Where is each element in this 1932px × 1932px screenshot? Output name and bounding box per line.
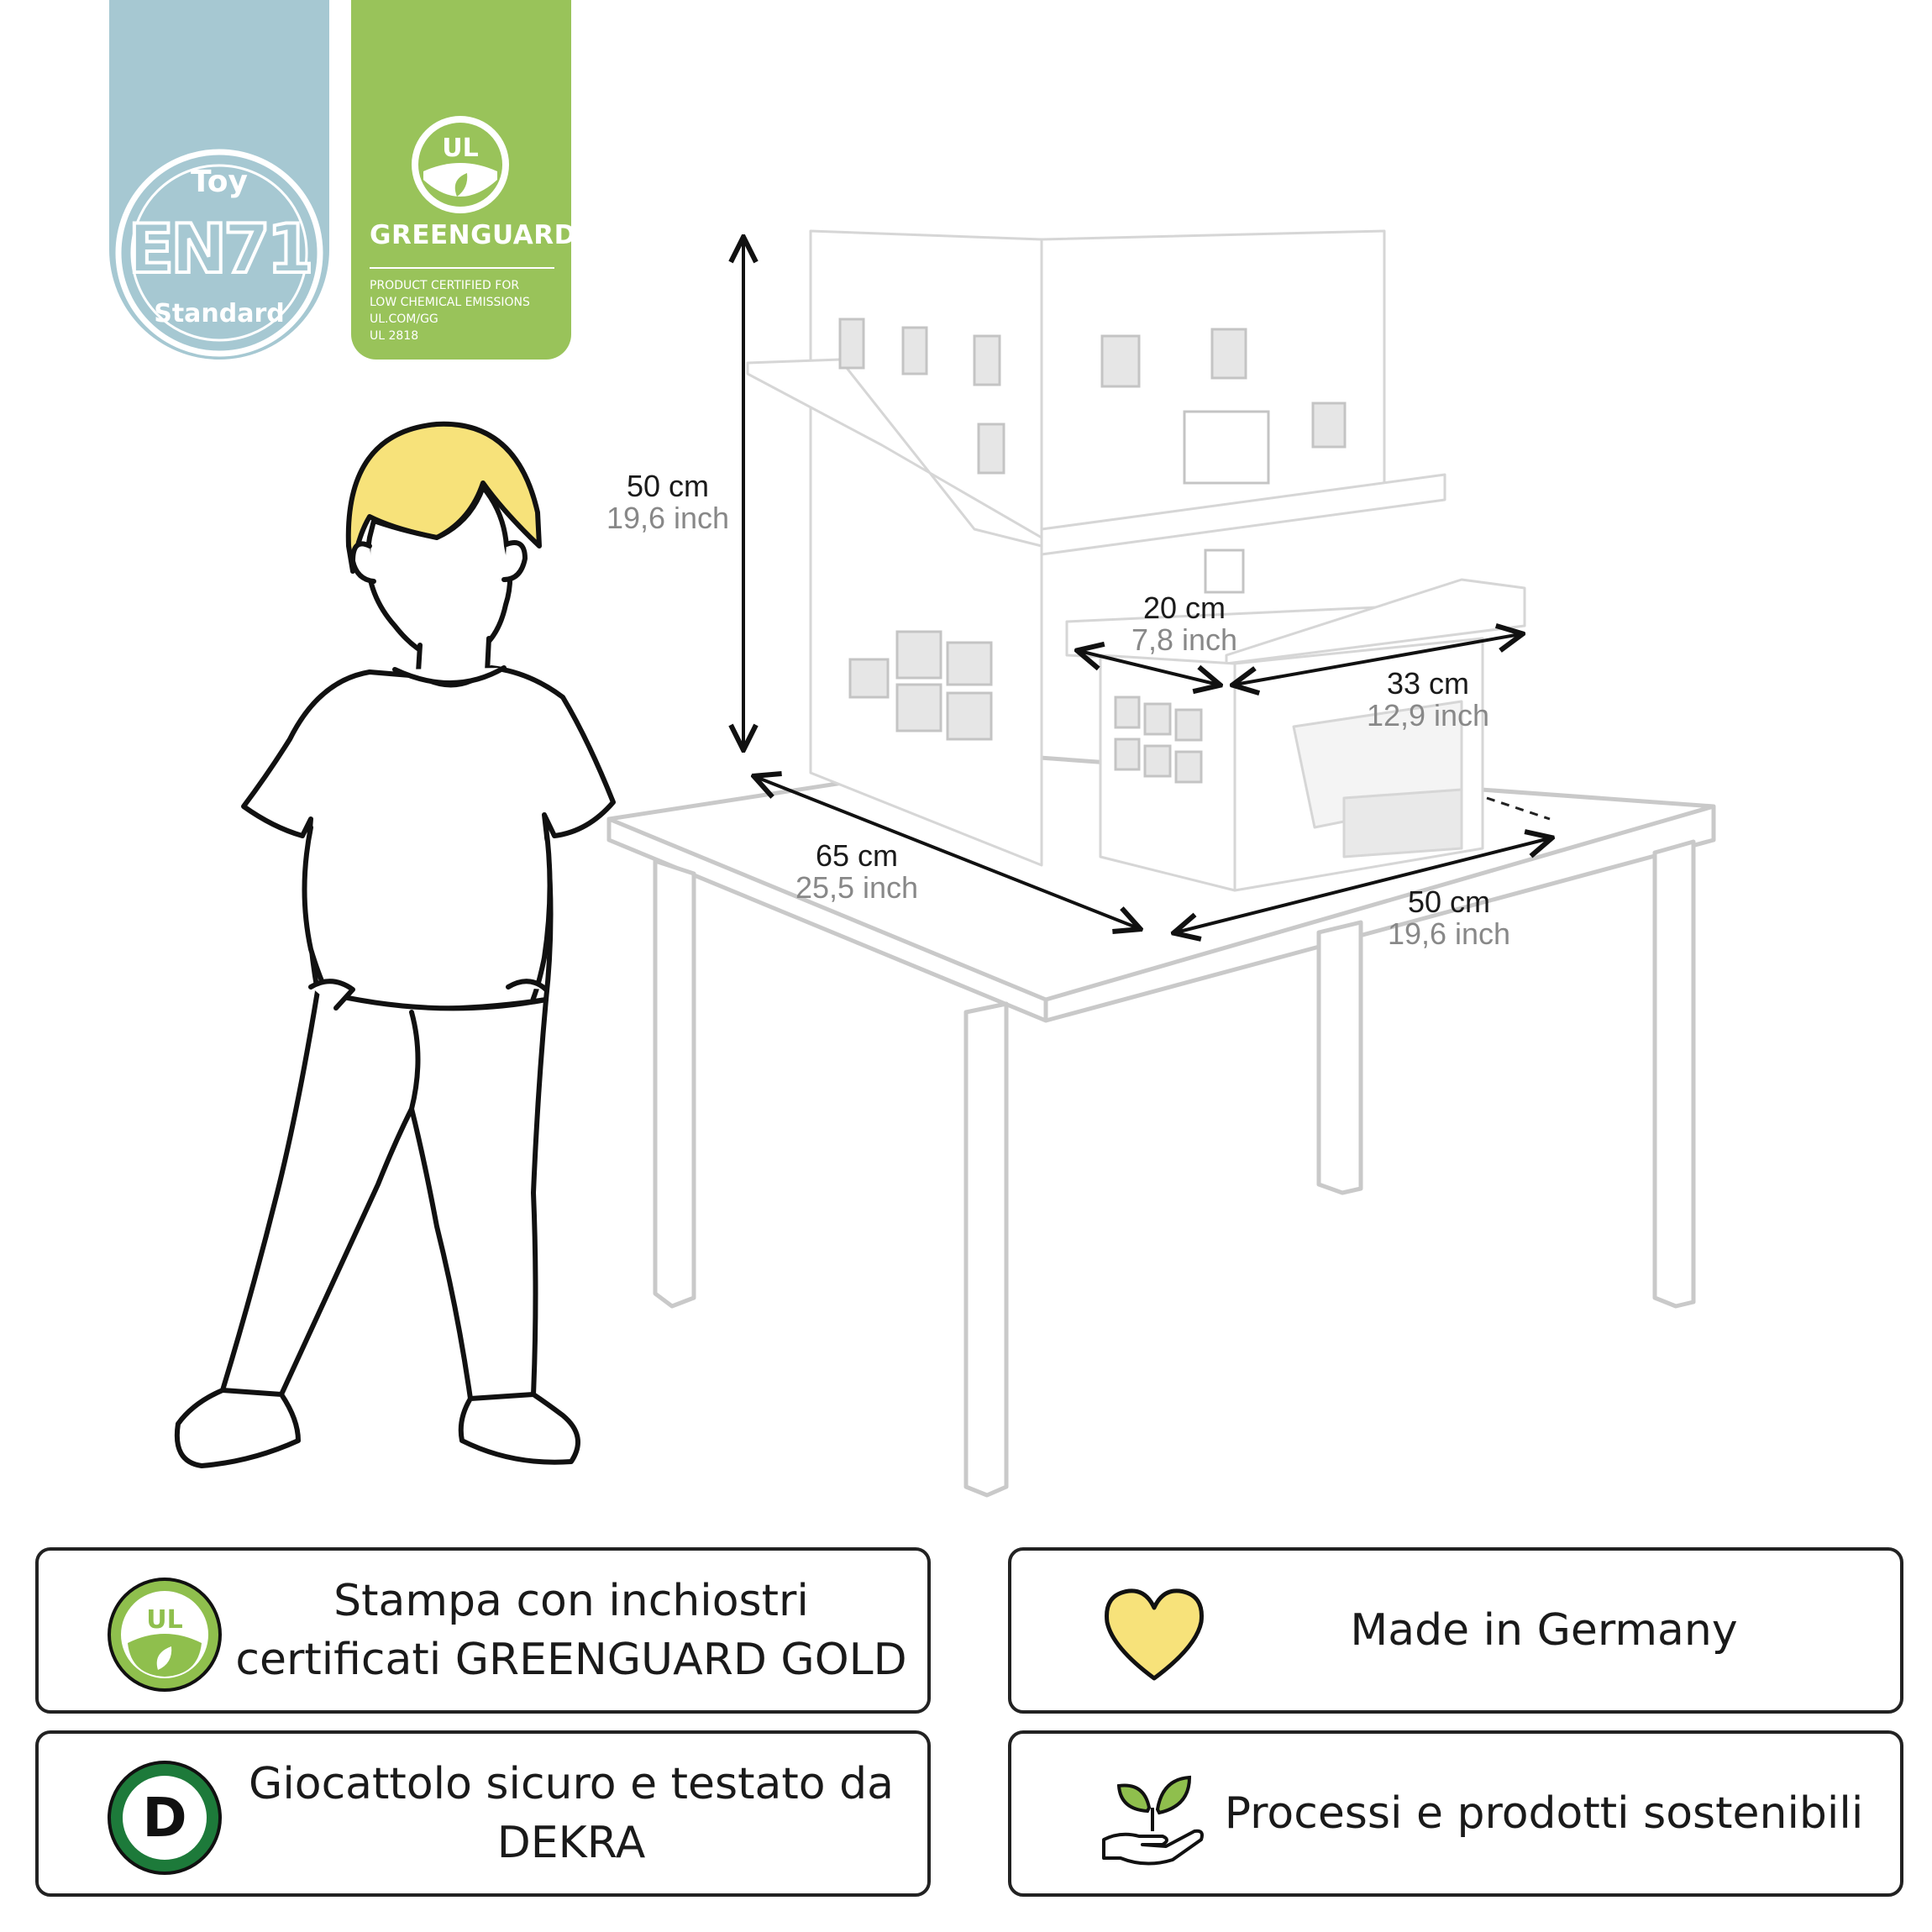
width-cm: 50 cm [1407,885,1491,919]
en71-bottom-label: Standard [154,299,285,328]
length-inch: 25,5 inch [795,870,919,905]
feature-text: Processi e prodotti sostenibili [1224,1788,1864,1839]
feature-dekra: D Giocattolo sicuro e testato da DEKRA [35,1730,931,1897]
height-cm: 50 cm [626,469,710,503]
length-label: 65 cm 25,5 inch [777,840,937,904]
house-windows [838,318,1347,784]
height-label: 50 cm 19,6 inch [588,470,748,534]
greenguard-title: GREENGUARD [370,220,576,250]
en71-top-label: Toy [191,165,248,199]
en71-badge: Toy EN71 Standard [109,0,329,360]
roof-width-label: 33 cm 12,9 inch [1348,668,1508,732]
heart-icon [1105,1588,1204,1681]
roof-width-cm: 33 cm [1386,666,1470,701]
feature-made-in-germany: Made in Germany [1008,1547,1903,1714]
roof-depth-label: 20 cm 7,8 inch [1113,592,1256,656]
ul-logo-text: UL [442,134,478,163]
greenguard-gold-icon: UL [108,1578,222,1692]
roof-depth-cm: 20 cm [1142,591,1226,625]
ul-logo-icon: UL [412,116,509,213]
feature-greenguard-gold: UL Stampa con inchiostri certificati GRE… [35,1547,931,1714]
width-label: 50 cm 19,6 inch [1369,886,1529,950]
greenguard-line: UL.COM/GG [370,312,438,326]
greenguard-line: UL 2818 [370,329,419,343]
dimension-arrows [743,239,1550,932]
sustainable-hand-icon [1102,1775,1204,1866]
feature-text: Made in Germany [1350,1605,1738,1656]
dekra-icon: D [108,1761,222,1875]
roof-depth-inch: 7,8 inch [1131,622,1238,657]
svg-text:D: D [142,1788,186,1850]
height-inch: 19,6 inch [606,501,730,535]
product-illustration [174,229,1716,1498]
length-cm: 65 cm [815,838,899,873]
en71-seal-icon [115,149,323,357]
en71-main-label: EN71 [127,208,316,290]
roof-width-inch: 12,9 inch [1366,698,1490,732]
greenguard-badge: UL GREENGUARD PRODUCT CERTIFIED FOR LOW … [351,0,575,360]
feature-text: Giocattolo sicuro e testato da DEKRA [249,1759,894,1868]
child-illustration [174,421,616,1468]
feature-sustainable: Processi e prodotti sostenibili [1008,1730,1903,1897]
width-inch: 19,6 inch [1387,916,1511,951]
greenguard-divider [370,267,554,269]
feature-text: Stampa con inchiostri certificati GREENG… [235,1576,907,1685]
greenguard-line: PRODUCT CERTIFIED FOR [370,279,520,292]
svg-text:UL: UL [146,1605,182,1635]
greenguard-line: LOW CHEMICAL EMISSIONS [370,296,530,309]
